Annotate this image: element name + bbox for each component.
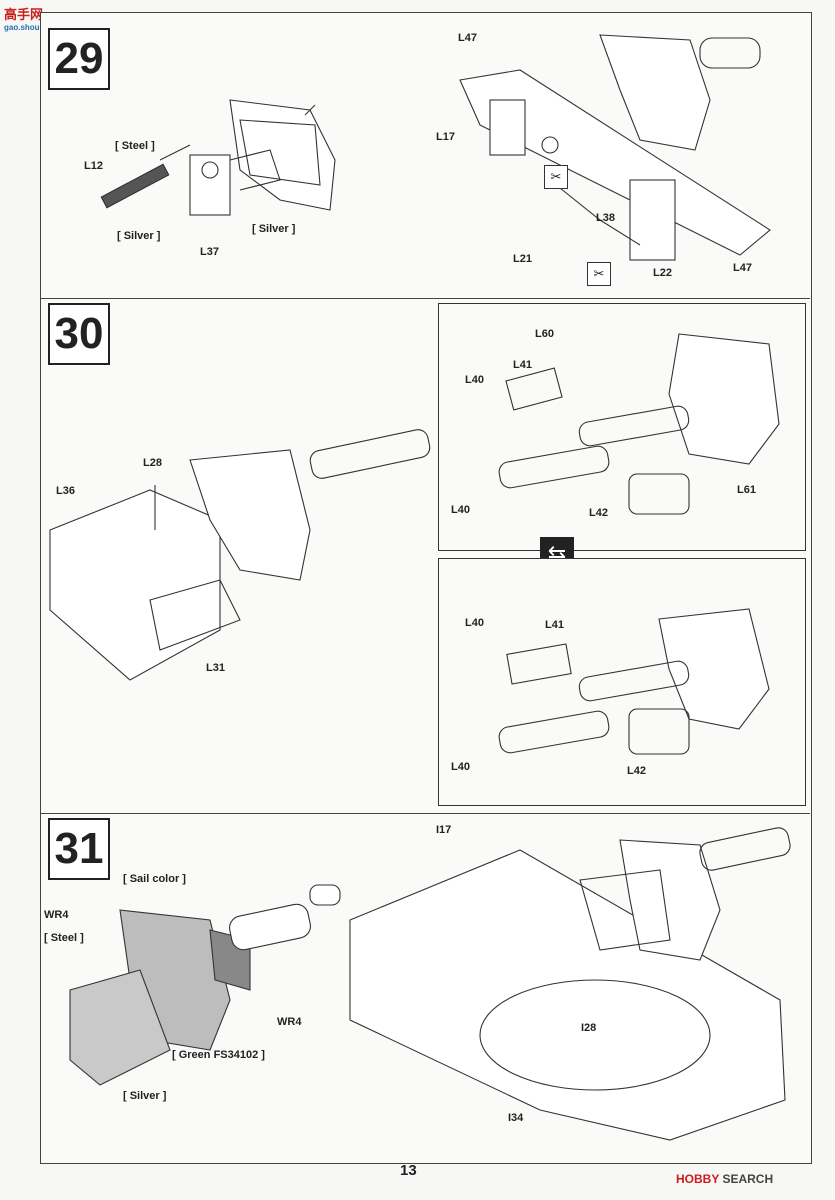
page-number: 13: [400, 1162, 417, 1179]
panel1-part-l41: L41: [513, 359, 532, 371]
step30-panel2-illustration: [498, 608, 770, 755]
step31-part-i34: I34: [508, 1112, 524, 1124]
watermark: 高手网 gao.shou.com: [4, 4, 58, 32]
panel1-part-l40-bottom: L40: [451, 504, 470, 516]
step29-part-l37: L37: [200, 246, 219, 258]
step29-cut-icon-1: ✂: [544, 165, 568, 189]
step30-detail-panel-2: L40 L41 L40 L42: [438, 558, 806, 806]
step31-hull-assembly-illustration: [349, 827, 791, 1141]
step31-part-i28: I28: [581, 1022, 597, 1034]
step30-part-l31: L31: [206, 662, 225, 674]
step29-steel-note: [ Steel ]: [115, 140, 155, 152]
panel1-part-l61: L61: [737, 484, 756, 496]
hobbysearch-watermark: HOBBY SEARCH: [676, 1172, 773, 1186]
panel1-part-l42: L42: [589, 507, 608, 519]
step29-part-l38: L38: [596, 212, 615, 224]
hobbysearch-word-hobby: HOBBY: [676, 1172, 720, 1186]
panel2-part-l42: L42: [627, 765, 646, 777]
hobbysearch-word-search: SEARCH: [722, 1172, 774, 1186]
divider-30-31: [40, 813, 810, 814]
step31-green-note: [ Green FS34102 ]: [172, 1049, 265, 1061]
step29-silver-note-2: [ Silver ]: [252, 223, 296, 235]
step31-steel-note: [ Steel ]: [44, 932, 84, 944]
step29-frame-assembly-illustration: [459, 34, 771, 261]
panel2-part-l40-bottom: L40: [451, 761, 470, 773]
step-number-31: 31: [48, 818, 110, 880]
watermark-title: 高手网: [4, 7, 44, 22]
step31-part-wr4-right: WR4: [277, 1016, 302, 1028]
panel2-part-l41: L41: [545, 619, 564, 631]
step-number-30: 30: [48, 303, 110, 365]
step29-part-l22: L22: [653, 267, 672, 279]
step30-detail-panel-1: L60 L41 L40 L61 L40 L42: [438, 303, 806, 551]
step31-part-wr4-left: WR4: [44, 909, 69, 921]
step30-part-l28: L28: [143, 457, 162, 469]
panel2-part-l40-top: L40: [465, 617, 484, 629]
panel1-part-l60: L60: [535, 328, 554, 340]
step29-part-l17: L17: [436, 131, 455, 143]
step29-gun-mantlet-illustration: [100, 99, 336, 216]
step-number-29: 29: [48, 28, 110, 90]
step30-rack-assembly-illustration: [49, 429, 431, 681]
watermark-site: gao.shou.com: [4, 23, 59, 32]
step31-sail-color-note: [ Sail color ]: [123, 873, 186, 885]
step31-silver-note: [ Silver ]: [123, 1090, 167, 1102]
step29-part-l12: L12: [84, 160, 103, 172]
step30-panel1-illustration: [498, 333, 780, 515]
step29-part-l47-top: L47: [458, 32, 477, 44]
step31-painted-gun-illustration: [69, 884, 341, 1086]
step29-cut-icon-2: ✂: [587, 262, 611, 286]
step30-part-l36: L36: [56, 485, 75, 497]
panel1-part-l40-top: L40: [465, 374, 484, 386]
divider-29-30: [40, 298, 810, 299]
step29-part-l21: L21: [513, 253, 532, 265]
step29-part-l47-bottom: L47: [733, 262, 752, 274]
step29-silver-note-1: [ Silver ]: [117, 230, 161, 242]
step31-part-i17: I17: [436, 824, 452, 836]
